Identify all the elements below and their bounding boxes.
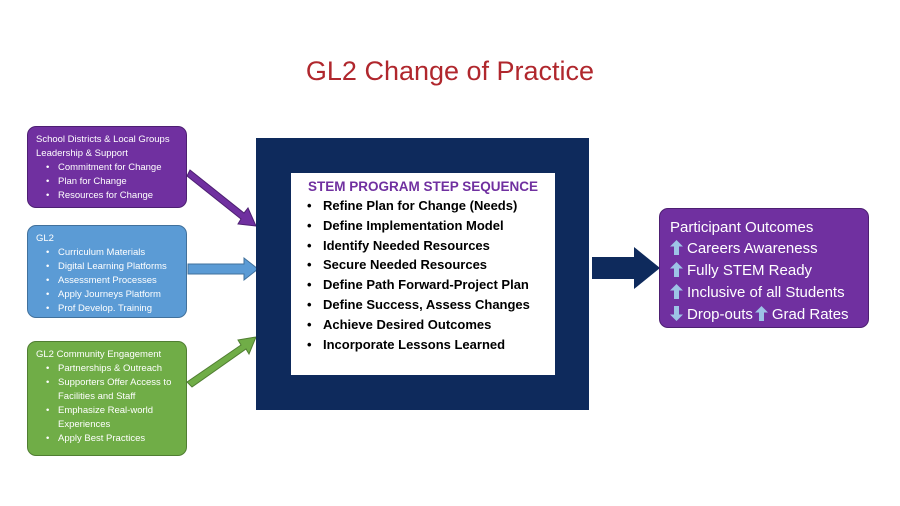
step-item: Refine Plan for Change (Needs)	[305, 196, 555, 216]
outcome-row: Drop-outs Grad Rates	[670, 304, 868, 326]
leadership-support-box: School Districts & Local Groups Leadersh…	[27, 126, 187, 208]
step-item: Identify Needed Resources	[305, 236, 555, 256]
participant-outcomes-box: Participant Outcomes Careers Awareness F…	[659, 208, 869, 328]
list-item: Emphasize Real-world Experiences	[46, 404, 180, 432]
list-item: Partnerships & Outreach	[46, 362, 180, 376]
up-arrow-icon	[670, 262, 683, 277]
up-arrow-icon	[670, 284, 683, 299]
list-item: Plan for Change	[46, 175, 180, 189]
community-engagement-box: GL2 Community Engagement Partnerships & …	[27, 341, 187, 456]
gl2-heading: GL2	[36, 233, 54, 244]
gl2-box: GL2 Curriculum Materials Digital Learnin…	[27, 225, 187, 318]
outcome-row: Careers Awareness	[670, 238, 868, 260]
up-arrow-icon	[670, 240, 683, 255]
sequence-title: STEM PROGRAM STEP SEQUENCE	[307, 179, 539, 194]
list-item: Assessment Processes	[46, 274, 180, 288]
up-arrow-icon	[754, 306, 768, 321]
community-arrow	[186, 336, 257, 388]
leadership-arrow	[186, 169, 257, 227]
list-item: Apply Best Practices	[46, 432, 180, 446]
outcome-row: Fully STEM Ready	[670, 260, 868, 282]
list-item: Resources for Change	[46, 189, 180, 203]
list-item: Apply Journeys Platform	[46, 288, 180, 302]
leadership-list: Commitment for Change Plan for Change Re…	[36, 161, 180, 203]
step-item: Define Success, Assess Changes	[305, 295, 555, 315]
outcome-text: Drop-outs	[687, 306, 753, 323]
gl2-arrow	[187, 256, 259, 282]
step-item: Define Implementation Model	[305, 216, 555, 236]
outcomes-heading: Participant Outcomes	[670, 219, 814, 236]
leadership-heading: School Districts & Local Groups Leadersh…	[36, 134, 170, 159]
step-item: Define Path Forward-Project Plan	[305, 275, 555, 295]
list-item: Digital Learning Platforms	[46, 260, 180, 274]
gl2-list: Curriculum Materials Digital Learning Pl…	[36, 246, 180, 316]
outcome-arrow	[592, 247, 660, 289]
outcome-text: Inclusive of all Students	[687, 284, 845, 301]
diagram-title: GL2 Change of Practice	[305, 56, 595, 86]
outcome-text: Careers Awareness	[687, 240, 818, 257]
outcome-text: Fully STEM Ready	[687, 262, 813, 279]
community-list: Partnerships & Outreach Supporters Offer…	[36, 362, 180, 446]
list-item: Commitment for Change	[46, 161, 180, 175]
list-item: Prof Develop. Training	[46, 302, 180, 316]
down-arrow-icon	[670, 306, 683, 321]
step-item: Achieve Desired Outcomes	[305, 315, 555, 335]
outcome-row: Inclusive of all Students	[670, 282, 868, 304]
list-item: Supporters Offer Access to Facilities an…	[46, 376, 180, 404]
list-item: Curriculum Materials	[46, 246, 180, 260]
outcome-text: Grad Rates	[771, 306, 849, 323]
sequence-steps: Refine Plan for Change (Needs) Define Im…	[305, 196, 555, 354]
step-item: Secure Needed Resources	[305, 255, 555, 275]
community-heading: GL2 Community Engagement	[36, 349, 162, 360]
sequence-panel: STEM PROGRAM STEP SEQUENCE Refine Plan f…	[291, 173, 555, 375]
step-item: Incorporate Lessons Learned	[305, 335, 555, 355]
